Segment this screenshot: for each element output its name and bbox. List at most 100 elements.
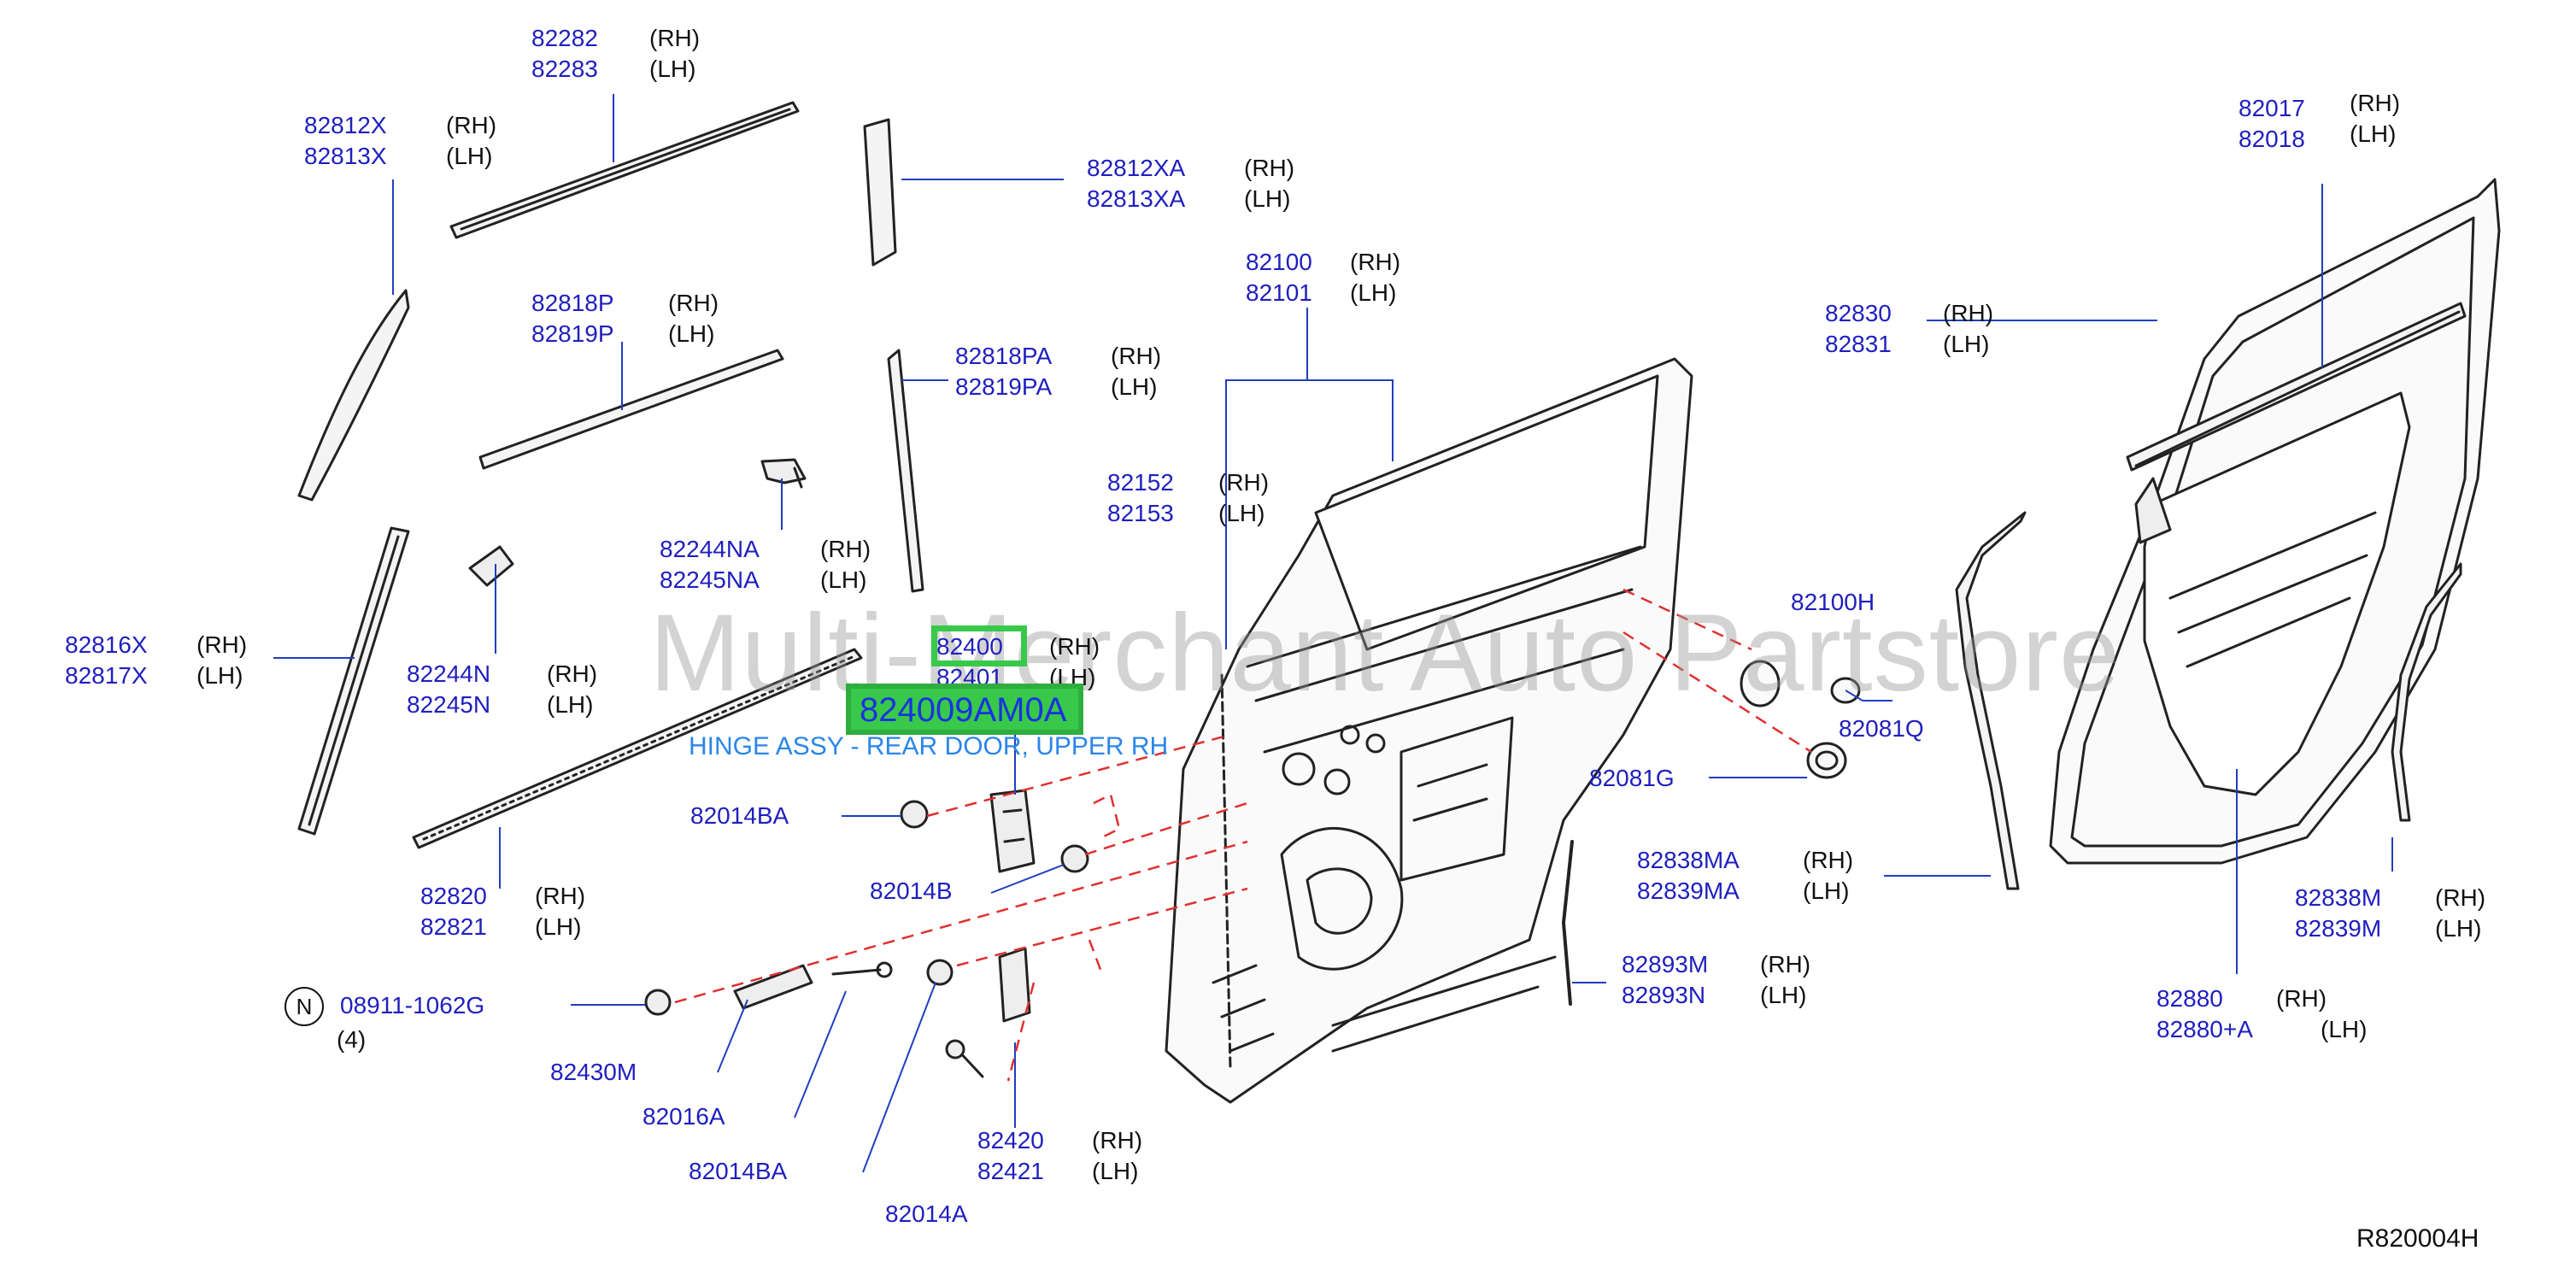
part-82014B-nut <box>1060 844 1089 873</box>
label-82812XA-rh: (RH) <box>1244 155 1295 181</box>
label-82014A: 82014A <box>885 1200 968 1227</box>
label-82400-rh: (RH) <box>1049 633 1100 660</box>
highlight-box-82400 <box>931 625 1027 666</box>
part-82017-channel <box>2126 302 2467 472</box>
label-82813X: 82813X <box>304 143 387 169</box>
label-82838MA-rh: (RH) <box>1803 847 1854 873</box>
label-82244N-rh: (RH) <box>547 660 598 687</box>
label-82813XA-lh: (LH) <box>1244 185 1291 212</box>
label-82893M: 82893M <box>1622 951 1709 977</box>
label-82100-rh: (RH) <box>1350 249 1401 275</box>
part-82430M-check-link <box>733 964 813 1010</box>
label-08911-1062G: 08911-1062G <box>340 992 485 1019</box>
label-82819P-lh: (LH) <box>668 320 715 347</box>
label-82245NA: 82245NA <box>660 566 760 593</box>
label-82839M-lh: (LH) <box>2435 915 2482 942</box>
label-82820: 82820 <box>420 883 487 909</box>
label-82245N-lh: (LH) <box>547 691 594 718</box>
label-82081Q: 82081Q <box>1839 715 1924 742</box>
label-82101: 82101 <box>1246 279 1312 306</box>
label-82838M-rh: (RH) <box>2435 884 2486 911</box>
part-82812XA-trim <box>863 118 897 267</box>
part-82244NA-clip <box>760 458 807 489</box>
label-82244N: 82244N <box>407 660 491 687</box>
label-82817X: 82817X <box>65 662 148 689</box>
label-82880A: 82880+A <box>2156 1016 2253 1042</box>
label-82838MA: 82838MA <box>1637 847 1740 873</box>
part-82420-hinge-lower <box>998 947 1031 1023</box>
diagram-reference-code: R820004H <box>2356 1224 2479 1253</box>
label-82880: 82880 <box>2156 985 2223 1012</box>
label-82880A-lh: (LH) <box>2321 1016 2368 1042</box>
label-82839M: 82839M <box>2295 915 2382 942</box>
part-82014BA-bolt-bottom <box>926 959 954 986</box>
label-82816X-rh: (RH) <box>197 631 248 658</box>
label-82100H: 82100H <box>1791 589 1875 615</box>
part-82838M-weatherstrip <box>2391 562 2462 822</box>
part-82016A-bolt <box>831 961 893 978</box>
label-82830-rh: (RH) <box>1943 300 1994 326</box>
label-82818PA: 82818PA <box>955 343 1053 369</box>
part-82081G-grommet <box>1806 742 1847 779</box>
label-82813X-lh: (LH) <box>446 143 493 169</box>
label-82831: 82831 <box>1825 331 1892 357</box>
label-82818P: 82818P <box>531 290 614 316</box>
label-82400: 82400 <box>936 633 1003 660</box>
part-82400-hinge <box>989 789 1036 873</box>
label-82893N-lh: (LH) <box>1760 982 1807 1008</box>
dashed-red-lines <box>674 588 1812 1082</box>
highlighted-part-number[interactable]: 824009AM0A <box>846 684 1084 735</box>
part-08911-nut <box>644 989 672 1016</box>
label-08911-qty: (4) <box>337 1026 367 1053</box>
part-82812X-pillar-cover <box>297 289 410 502</box>
label-82153: 82153 <box>1107 500 1174 526</box>
label-82821: 82821 <box>420 913 487 940</box>
label-82812X: 82812X <box>304 112 387 138</box>
part-82244N-clip <box>468 545 514 587</box>
label-82014BA-bottom: 82014BA <box>689 1158 788 1184</box>
label-82430M: 82430M <box>550 1059 637 1085</box>
label-82813XA: 82813XA <box>1087 185 1186 212</box>
label-82014B: 82014B <box>870 878 953 904</box>
part-82818P-molding <box>478 349 784 470</box>
label-82152: 82152 <box>1107 469 1174 496</box>
part-82081Q-grommet <box>1740 660 1781 707</box>
label-82014BA-top: 82014BA <box>690 802 789 829</box>
label-82282-rh: (RH) <box>649 25 701 51</box>
part-82282-molding <box>449 101 800 239</box>
label-82816X: 82816X <box>65 631 148 658</box>
label-82245NA-lh: (LH) <box>820 566 867 593</box>
part-82880-inner-panel <box>2134 391 2411 796</box>
part-82014A-bolt <box>945 1039 984 1078</box>
label-82839MA-lh: (LH) <box>1803 878 1850 904</box>
label-82244NA-rh: (RH) <box>820 536 871 562</box>
label-82016A: 82016A <box>643 1103 725 1130</box>
label-82283: 82283 <box>531 56 598 82</box>
part-82820-molding <box>412 648 863 849</box>
label-82152-rh: (RH) <box>1218 469 1270 496</box>
label-82812XA: 82812XA <box>1087 155 1186 181</box>
label-82101-lh: (LH) <box>1350 279 1397 306</box>
leader-lines <box>273 94 2393 1173</box>
label-82283-lh: (LH) <box>649 56 696 82</box>
label-82819PA: 82819PA <box>955 373 1053 400</box>
label-82017: 82017 <box>2239 95 2305 121</box>
label-82839MA: 82839MA <box>1637 878 1740 904</box>
part-82818PA-strip <box>887 349 924 593</box>
label-82018: 82018 <box>2239 126 2305 152</box>
label-82893N: 82893N <box>1622 982 1706 1008</box>
label-82820-rh: (RH) <box>535 883 586 909</box>
label-82821-lh: (LH) <box>535 913 582 940</box>
label-82245N: 82245N <box>407 691 491 718</box>
label-82421-lh: (LH) <box>1092 1158 1139 1184</box>
label-82420: 82420 <box>977 1127 1044 1154</box>
label-82420-rh: (RH) <box>1092 1127 1143 1154</box>
part-82816X-pillar <box>297 526 410 836</box>
highlighted-part-description: HINGE ASSY - REAR DOOR, UPPER RH <box>689 732 1169 760</box>
label-82830: 82830 <box>1825 300 1892 326</box>
label-82282: 82282 <box>531 25 598 51</box>
label-82880-rh: (RH) <box>2276 985 2327 1012</box>
part-82838MA-weatherstrip <box>1955 511 2027 890</box>
